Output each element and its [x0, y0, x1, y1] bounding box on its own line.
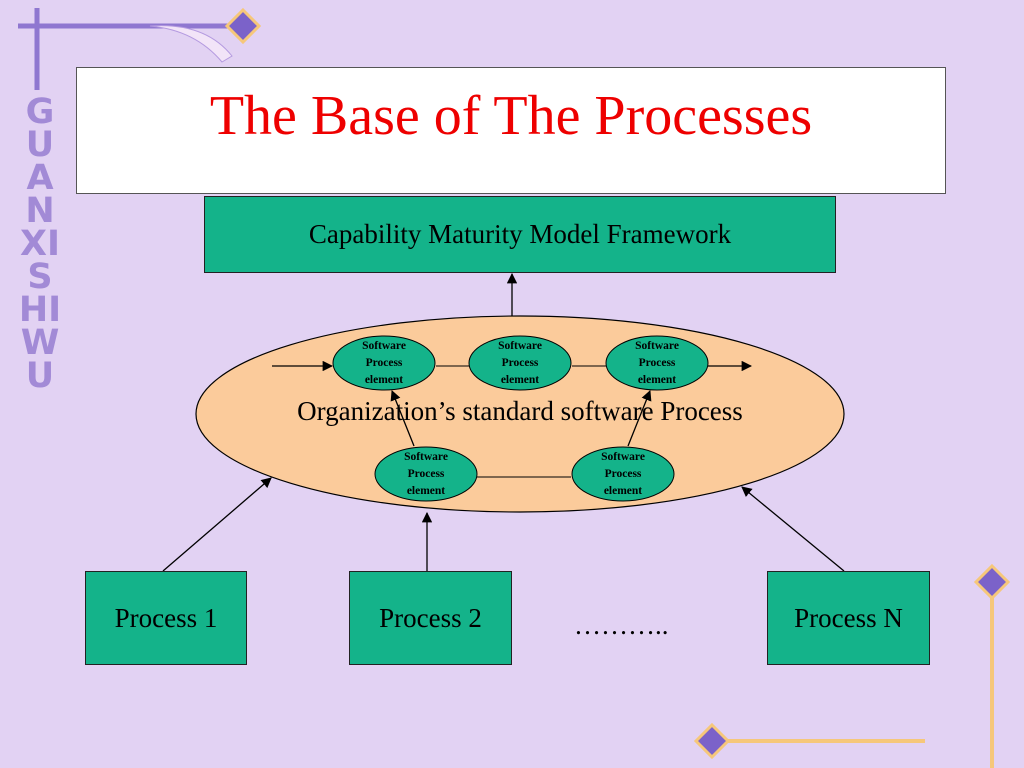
- software-process-element-2: [468, 335, 572, 391]
- arrow-to-element-3: [627, 390, 652, 447]
- process-1-label: Process 1: [114, 602, 218, 633]
- software-process-element-3: [605, 335, 709, 391]
- decor-ribbon: [149, 25, 233, 63]
- software-process-element-1: [332, 335, 436, 391]
- ellipsis-text: ………..: [574, 610, 669, 640]
- diamond-icon: [693, 722, 731, 760]
- software-process-element-4: [374, 446, 478, 502]
- organization-label: Organization’s standard software Process: [297, 396, 743, 426]
- process-2-box: Process 2: [349, 571, 512, 665]
- arrow-process-n: [741, 486, 845, 572]
- process-n-label: Process N: [794, 602, 903, 633]
- framework-box: Capability Maturity Model Framework: [204, 196, 836, 273]
- diamond-icon: [973, 563, 1011, 601]
- title-box: The Base of The Processes: [76, 67, 946, 194]
- process-1-box: Process 1: [85, 571, 247, 665]
- process-2-label: Process 2: [379, 602, 482, 633]
- software-process-element-5: [571, 446, 675, 502]
- arrow-process-1: [162, 477, 272, 572]
- watermark-text: GUANXISHIWU: [18, 92, 62, 396]
- process-n-box: Process N: [767, 571, 930, 665]
- framework-label: Capability Maturity Model Framework: [308, 219, 732, 249]
- diamond-icon: [224, 7, 262, 45]
- arrow-to-element-1: [390, 390, 415, 447]
- page-title: The Base of The Processes: [209, 85, 813, 147]
